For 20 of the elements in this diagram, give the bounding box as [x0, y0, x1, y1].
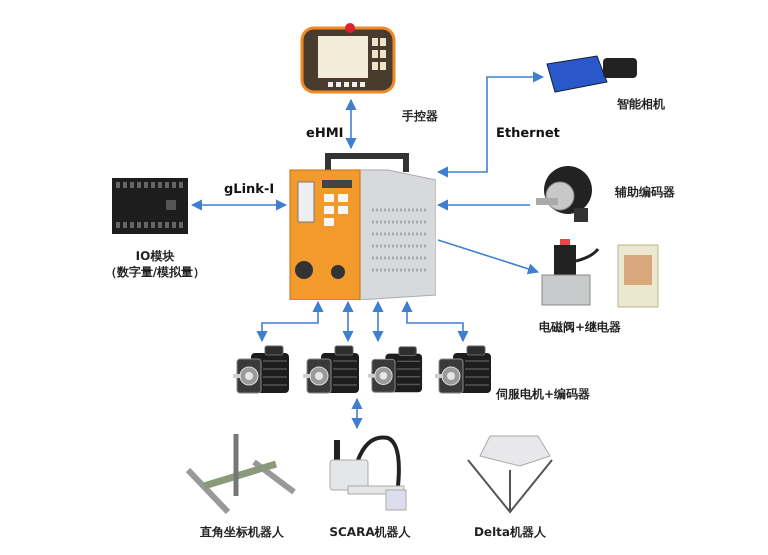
connector-arrow [372, 300, 384, 342]
device-caption: SCARA机器人 [328, 524, 412, 540]
device-caption: 手控器 [402, 108, 438, 124]
device-caption: 电磁阀+继电器 [539, 319, 622, 335]
connector-arrow [436, 71, 544, 178]
device-caption: 辅助编码器 [615, 184, 675, 200]
device-caption: IO模块 [134, 248, 176, 264]
connector-arrow [401, 300, 469, 342]
device-caption: 伺服电机+编码器 [496, 386, 590, 403]
connector-arrow [436, 199, 530, 211]
connector-arrow [438, 239, 540, 274]
connector-arrow [351, 398, 363, 430]
connector-arrow [345, 98, 357, 150]
connector-arrow [342, 300, 354, 342]
connector-arrow [190, 199, 288, 211]
connector-arrow [256, 300, 324, 342]
device-caption: 智能相机 [617, 96, 665, 112]
device-caption: （数字量/模拟量） [104, 264, 206, 280]
device-caption: Delta机器人 [472, 524, 548, 540]
device-caption: 直角坐标机器人 [199, 524, 285, 540]
